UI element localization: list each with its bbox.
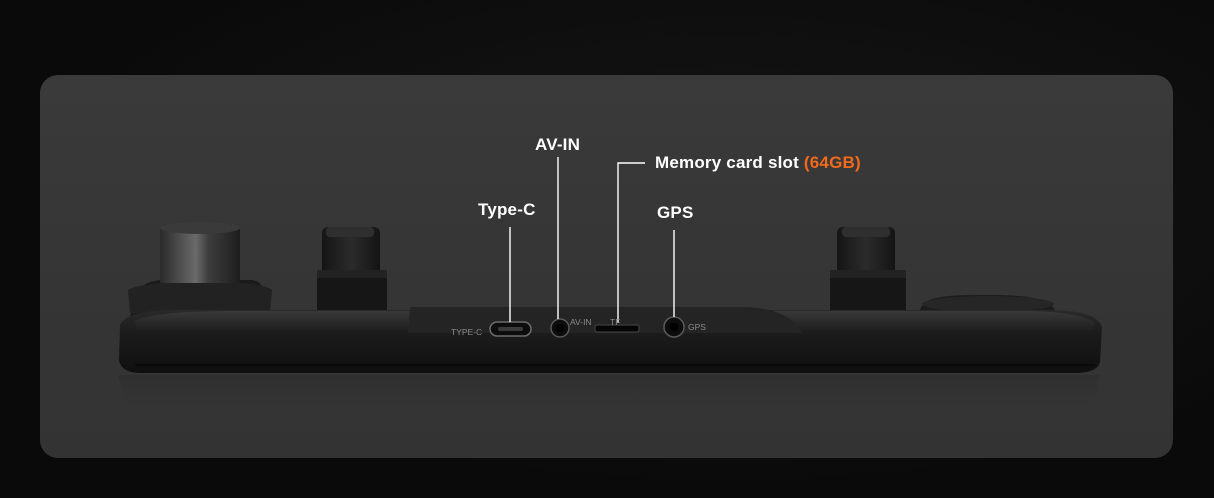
device-illustration	[118, 157, 1102, 420]
rear-camera-housing	[128, 222, 272, 320]
callout-gps: GPS	[657, 203, 694, 222]
port-av-in	[550, 318, 570, 338]
device-label-av-in: AV-IN	[570, 317, 592, 327]
port-type-c	[489, 321, 532, 337]
device-label-gps: GPS	[688, 322, 706, 332]
device-reflection	[118, 375, 1100, 420]
product-panel: TYPE-C AV-IN TF GPS AV-IN Memory card sl…	[40, 75, 1173, 458]
callout-av-in: AV-IN	[535, 135, 581, 154]
device-label-tf: TF	[610, 317, 621, 327]
device-label-type-c: TYPE-C	[451, 327, 483, 337]
memory-card-capacity: (64GB)	[803, 153, 861, 172]
memory-card-label: Memory card slot	[655, 153, 799, 172]
callout-memory-card: Memory card slot (64GB)	[655, 153, 861, 173]
callout-lines	[509, 157, 675, 323]
port-gps	[663, 316, 685, 338]
callout-type-c: Type-C	[478, 200, 536, 219]
memory-card-leader-line	[617, 162, 645, 323]
port-tf-slot	[594, 324, 640, 333]
